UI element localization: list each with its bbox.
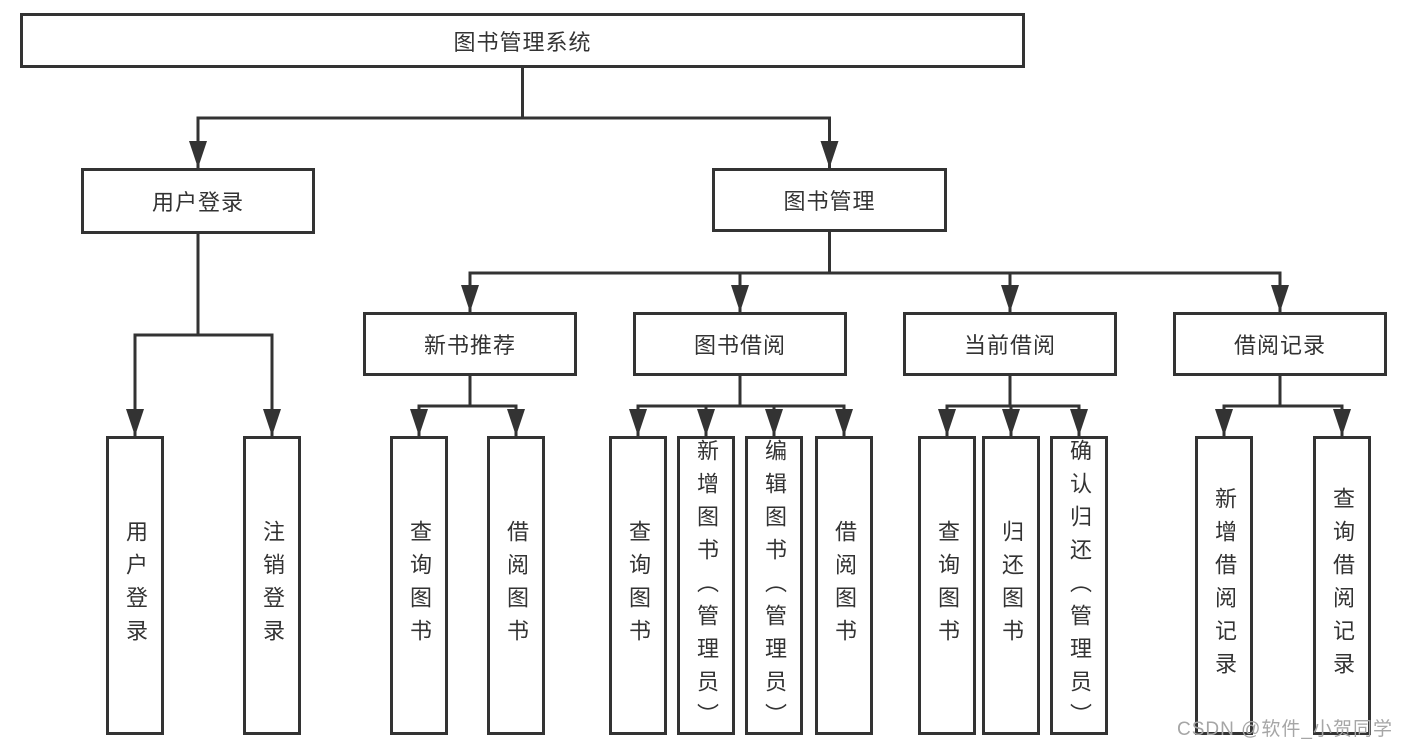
leaf-borrowing-borrow-books: 借阅图书 bbox=[815, 436, 873, 735]
leaf-recommend-query-books: 查询图书 bbox=[390, 436, 448, 735]
leaf-logout: 注销登录 bbox=[243, 436, 301, 735]
node-root-system: 图书管理系统 bbox=[20, 13, 1025, 68]
leaf-user-login: 用户登录 bbox=[106, 436, 164, 735]
leaf-current-return-books: 归还图书 bbox=[982, 436, 1040, 735]
node-user-login: 用户登录 bbox=[81, 168, 315, 234]
leaf-recommend-borrow-books: 借阅图书 bbox=[487, 436, 545, 735]
node-new-book-recommend: 新书推荐 bbox=[363, 312, 577, 376]
node-book-borrowing: 图书借阅 bbox=[633, 312, 847, 376]
node-current-borrowing: 当前借阅 bbox=[903, 312, 1117, 376]
leaf-records-add-record: 新增借阅记录 bbox=[1195, 436, 1253, 735]
leaf-borrowing-query-books: 查询图书 bbox=[609, 436, 667, 735]
leaf-records-query-record: 查询借阅记录 bbox=[1313, 436, 1371, 735]
leaf-borrowing-edit-books-admin: 编辑图书（管理员） bbox=[745, 436, 803, 736]
node-book-management: 图书管理 bbox=[712, 168, 947, 232]
csdn-watermark: CSDN @软件_小贺同学 bbox=[1177, 719, 1393, 740]
node-borrowing-records: 借阅记录 bbox=[1173, 312, 1387, 376]
leaf-borrowing-add-books-admin: 新增图书（管理员） bbox=[677, 436, 735, 736]
leaf-current-query-books: 查询图书 bbox=[918, 436, 976, 735]
leaf-current-confirm-return-admin: 确认归还（管理员） bbox=[1050, 436, 1108, 736]
